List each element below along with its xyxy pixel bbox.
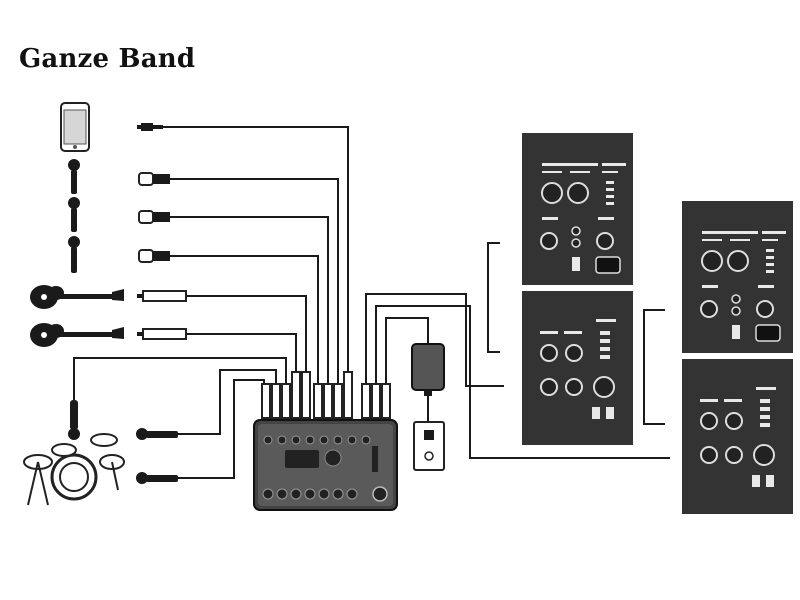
instrument-plug-icon — [137, 328, 187, 340]
power-adapter-icon — [411, 343, 445, 396]
microphone-icon — [68, 159, 80, 194]
drum-kit-icon — [23, 433, 125, 506]
guitar1-cable — [186, 295, 307, 372]
speaker-panel — [522, 291, 633, 445]
mic1-cable — [170, 178, 339, 384]
mic3-cable — [170, 255, 319, 384]
overhead-microphone-icon — [68, 400, 80, 440]
drum-mic1-cable — [178, 369, 277, 435]
xlr-plug-icon — [138, 249, 170, 263]
microphone-icon — [68, 236, 80, 273]
speaker-link-left — [487, 242, 500, 353]
speaker-panel — [522, 133, 633, 285]
microphone-icon — [68, 197, 80, 232]
electric-guitar-icon — [30, 285, 124, 309]
wall-outlet-icon — [413, 421, 445, 471]
cables — [73, 126, 670, 479]
xlr-plug-icon — [138, 210, 170, 224]
drum-microphone-icon — [136, 428, 178, 440]
electric-guitar-icon — [30, 323, 124, 347]
speaker-panel — [682, 359, 793, 514]
power-adapter-cable — [385, 317, 429, 384]
mixer-icon — [253, 419, 398, 511]
page-title: Ganze Band — [19, 44, 196, 74]
guitar2-cable — [186, 333, 297, 372]
phone-cable — [163, 126, 349, 372]
instrument-plug-icon — [137, 290, 187, 302]
aux-jack-icon — [137, 123, 163, 131]
xlr-plug-icon — [138, 172, 170, 186]
mic2-cable — [170, 216, 329, 384]
drum-overhead-cable — [73, 357, 287, 400]
mixer-input-plugs — [261, 371, 391, 419]
speaker-panel — [682, 201, 793, 353]
drum-mic2-cable — [178, 379, 265, 479]
out1-cable — [365, 293, 504, 387]
out2-cable — [375, 305, 670, 459]
speaker-link-right — [643, 309, 665, 425]
phone-icon — [60, 102, 90, 152]
drum-microphone-icon — [136, 472, 178, 484]
